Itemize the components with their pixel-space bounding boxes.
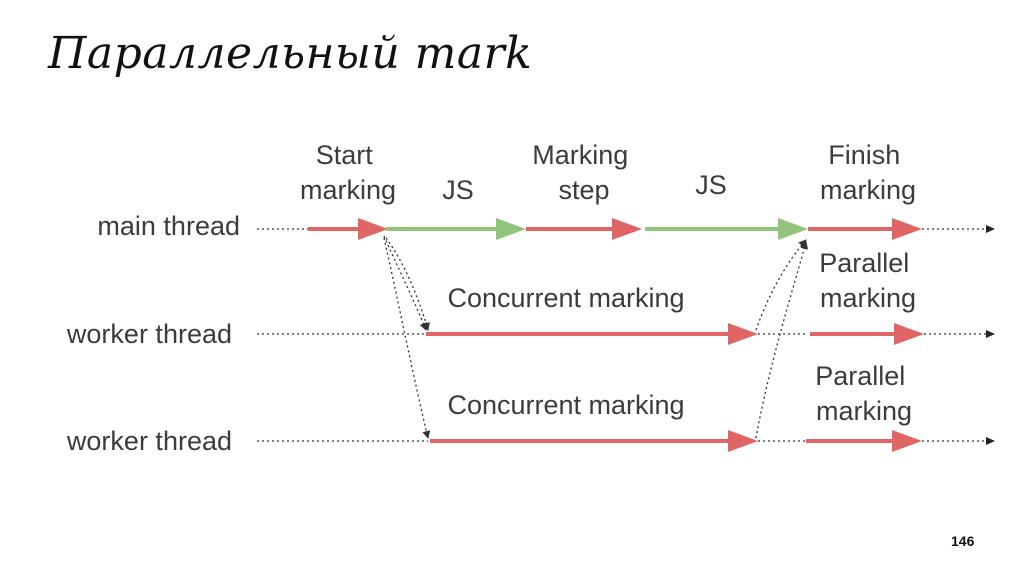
start-marking-label: Start marking [300,140,396,205]
marking-step-line-2: step [558,175,609,205]
parallel-marking-label-1: Parallel marking [819,248,917,313]
slide-title: Параллельный mark [48,28,533,79]
parallel-marking-1-line-2: marking [820,283,916,313]
concurrent-marking-label-2: Concurrent marking [447,390,684,420]
main-thread-end-arrowhead [986,225,995,233]
finish-marking-label: Finish marking [820,140,916,205]
concurrent-marking-arrow-2 [430,430,758,452]
spawn-arrow-worker-1-b [385,237,430,331]
js-arrow-1 [386,218,526,240]
js-arrow-2 [645,218,808,240]
join-arrow-worker-2 [755,241,809,439]
parallel-marking-1-line-1: Parallel [819,248,909,278]
worker-1-end-arrowhead [986,330,995,338]
phase-arrows [308,218,924,452]
marking-step-label: Marking step [532,140,636,205]
page-number: 146 [951,533,975,549]
start-marking-line-2: marking [300,175,396,205]
start-marking-line-1: Start [316,140,374,170]
finish-marking-line-1: Finish [828,140,900,170]
js-label-2: JS [695,170,727,200]
start-marking-arrow [308,218,388,240]
js-label-1: JS [442,175,474,205]
parallel-marking-label-2: Parallel marking [815,361,913,426]
spawn-arrow-worker-1-a [383,235,428,331]
spawn-arrow-worker-2 [383,237,431,439]
join-arrow-worker-1 [755,239,807,331]
main-thread-label: main thread [97,211,240,241]
parallel-marking-arrow-1 [810,323,924,345]
concurrent-marking-label-1: Concurrent marking [447,283,684,313]
parallel-marking-arrow-2 [806,430,922,452]
concurrent-marking-arrow-1 [426,323,758,345]
worker-thread-2-label: worker thread [66,426,232,456]
marking-step-line-1: Marking [532,140,628,170]
worker-thread-1-label: worker thread [66,319,232,349]
finish-marking-line-2: marking [820,175,916,205]
finish-marking-arrow [808,218,922,240]
worker-2-end-arrowhead [986,437,995,445]
parallel-marking-2-line-2: marking [816,396,912,426]
parallel-marking-2-line-1: Parallel [815,361,905,391]
marking-step-arrow [526,218,642,240]
